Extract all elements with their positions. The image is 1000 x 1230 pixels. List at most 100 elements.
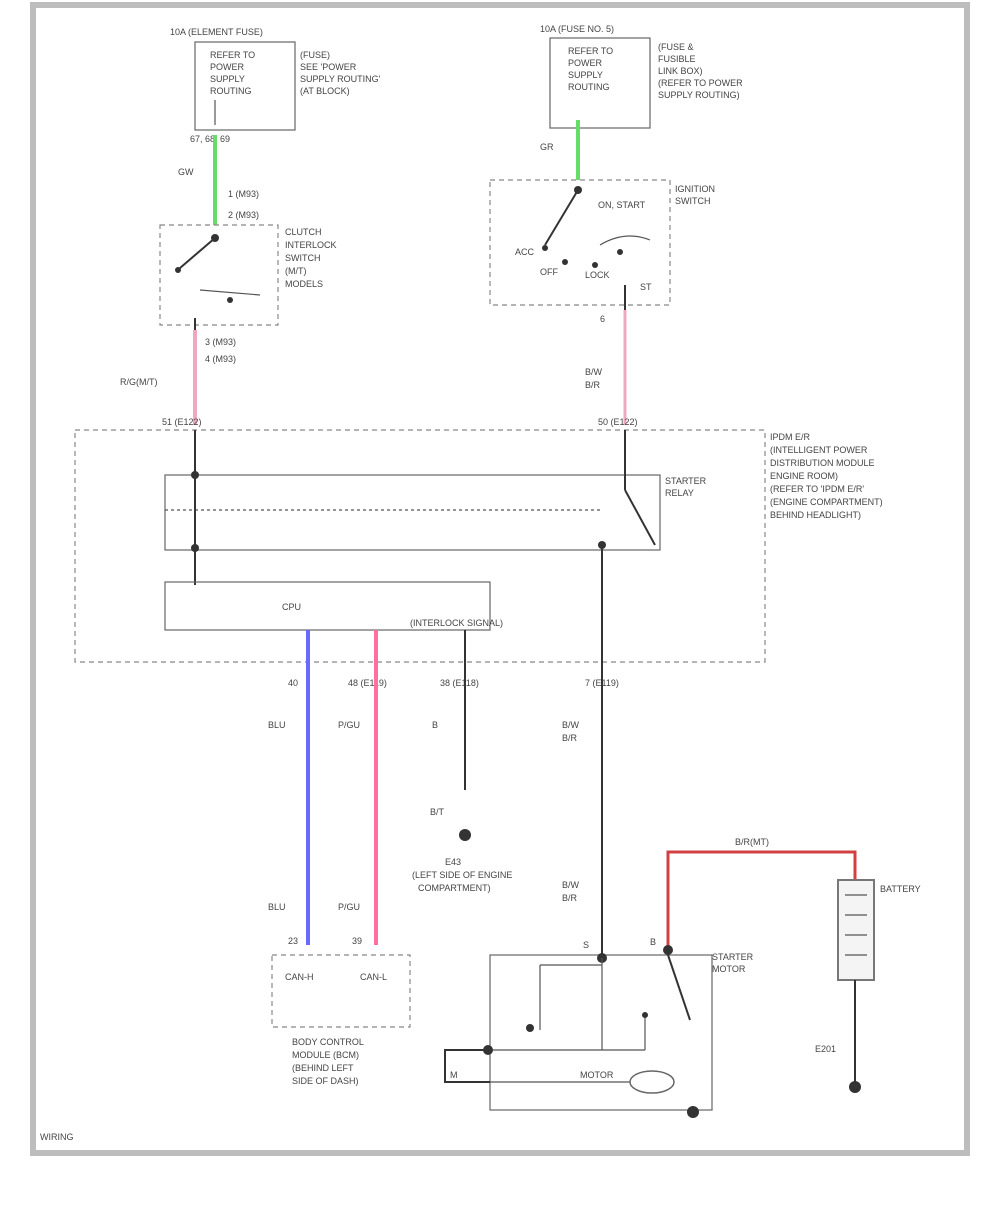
term-a: 40 xyxy=(288,678,298,688)
cpu-label: CPU xyxy=(282,602,301,612)
starter-motor-title-2: MOTOR xyxy=(712,964,746,974)
ground-label-1: E43 xyxy=(445,857,461,867)
wire-blu-label: BLU xyxy=(268,720,286,730)
connector-3-label: 3 (M93) xyxy=(205,337,236,347)
battery-ground-label: E201 xyxy=(815,1044,836,1054)
bcm-title-4: SIDE OF DASH) xyxy=(292,1076,359,1086)
fuse-right-note-1: (FUSE & xyxy=(658,42,694,52)
starter-m-label: M xyxy=(450,1070,458,1080)
fuse-left-note-2: SEE 'POWER xyxy=(300,62,357,72)
clutch-switch-line-2: INTERLOCK xyxy=(285,240,337,250)
fuse-left-line-2: POWER xyxy=(210,62,245,72)
fuse-right-line-3: SUPPLY xyxy=(568,70,603,80)
bcm-title-1: BODY CONTROL xyxy=(292,1037,364,1047)
ign-on-start-label: ON, START xyxy=(598,200,646,210)
starter-relay-title-2: RELAY xyxy=(665,488,694,498)
ground-label-3: COMPARTMENT) xyxy=(418,883,491,893)
wire-bw-3a: B/W xyxy=(562,880,580,890)
fuse-left-block: 10A (ELEMENT FUSE) REFER TO POWER SUPPLY… xyxy=(170,27,381,144)
wire-bw-1a: B/W xyxy=(585,367,603,377)
ignition-switch: ON, START ACC OFF LOCK ST IGNITION SWITC… xyxy=(489,179,715,310)
cpu-interlock-label: (INTERLOCK SIGNAL) xyxy=(410,618,503,628)
clutch-switch-line-5: MODELS xyxy=(285,279,323,289)
term-b: 48 (E119) xyxy=(348,678,387,688)
ipdm-terminal-right: 50 (E122) xyxy=(598,417,638,427)
fuse-right-line-4: ROUTING xyxy=(568,82,610,92)
wire-pu-2-label: P/GU xyxy=(338,902,360,912)
battery-label: BATTERY xyxy=(880,884,921,894)
ground-label-2: (LEFT SIDE OF ENGINE xyxy=(412,870,512,880)
ground-symbol xyxy=(459,829,471,841)
diagram-frame xyxy=(30,2,970,1156)
fuse-right-block: 10A (FUSE NO. 5) REFER TO POWER SUPPLY R… xyxy=(540,24,743,129)
fuse-right-note-5: SUPPLY ROUTING) xyxy=(658,90,740,100)
ign-lock-label: LOCK xyxy=(585,270,610,280)
ipdm-title-7: BEHIND HEADLIGHT) xyxy=(770,510,861,520)
wire-pu-label: P/GU xyxy=(338,720,360,730)
footer-code: WIRING xyxy=(40,1132,74,1142)
ipdm-er: 51 (E122) 50 (E122) IPDM E/R (INTELLIGEN… xyxy=(74,417,883,665)
fuse-left-line-4: ROUTING xyxy=(210,86,252,96)
bcm-pin-top-2: 39 xyxy=(352,936,362,946)
ipdm-title-1: IPDM E/R xyxy=(770,432,811,442)
ign-off-label: OFF xyxy=(540,267,558,277)
wire-bt-label: B/T xyxy=(430,807,445,817)
wire-bw-3b: B/R xyxy=(562,893,578,903)
starter-relay-title-1: STARTER xyxy=(665,476,707,486)
fuse-left-line-3: SUPPLY xyxy=(210,74,245,84)
bcm-title-3: (BEHIND LEFT xyxy=(292,1063,354,1073)
bcm-title-2: MODULE (BCM) xyxy=(292,1050,359,1060)
fuse-left-note-1: (FUSE) xyxy=(300,50,330,60)
fuse-right-note-4: (REFER TO POWER xyxy=(658,78,743,88)
fuse-right-box xyxy=(549,37,651,129)
wire-bw-1b: B/R xyxy=(585,380,601,390)
ipdm-title-5: (REFER TO 'IPDM E/R' xyxy=(770,484,864,494)
fuse-left-note-3: SUPPLY ROUTING' xyxy=(300,74,381,84)
starter-s-terminal: S xyxy=(583,940,589,950)
connector-2-label: 2 (M93) xyxy=(228,210,259,220)
wire-red-battery xyxy=(666,850,857,948)
ign-terminal-label: 6 xyxy=(600,314,605,324)
wire-label-gr: GR xyxy=(540,142,554,152)
fuse-left-title: 10A (ELEMENT FUSE) xyxy=(170,27,263,37)
wire-label-pink-left: R/G(M/T) xyxy=(120,377,158,387)
wire-bw-2a: B/W xyxy=(562,720,580,730)
bcm-pin-top-1: 23 xyxy=(288,936,298,946)
ignition-switch-title-2: SWITCH xyxy=(675,196,711,206)
fuse-right-line-2: POWER xyxy=(568,58,603,68)
clutch-interlock-switch: CLUTCH INTERLOCK SWITCH (M/T) MODELS xyxy=(159,224,337,330)
wire-bw-2b: B/R xyxy=(562,733,578,743)
clutch-switch-line-3: SWITCH xyxy=(285,253,321,263)
fuse-right-note-3: LINK BOX) xyxy=(658,66,703,76)
fuse-left-note-4: (AT BLOCK) xyxy=(300,86,350,96)
fuse-left-terminal: 67, 68, 69 xyxy=(190,134,230,144)
wire-blu-2-label: BLU xyxy=(268,902,286,912)
starter-motor: STARTER MOTOR S B M MOTOR xyxy=(444,937,754,1118)
starter-b-terminal: B xyxy=(650,937,656,947)
term-c: 38 (E118) xyxy=(440,678,479,688)
clutch-switch-line-4: (M/T) xyxy=(285,266,307,276)
connector-4-label: 4 (M93) xyxy=(205,354,236,364)
wire-b-label: B xyxy=(432,720,438,730)
ign-acc-label: ACC xyxy=(515,247,535,257)
ipdm-title-6: (ENGINE COMPARTMENT) xyxy=(770,497,883,507)
fuse-left-box xyxy=(194,41,296,131)
ipdm-title-3: DISTRIBUTION MODULE xyxy=(770,458,875,468)
fuse-right-line-1: REFER TO xyxy=(568,46,613,56)
fuse-right-title: 10A (FUSE NO. 5) xyxy=(540,24,614,34)
bcm-block: 23 39 CAN-H CAN-L BODY CONTROL MODULE (B… xyxy=(271,936,411,1086)
clutch-switch-line-1: CLUTCH xyxy=(285,227,322,237)
battery: BATTERY xyxy=(837,879,921,981)
fuse-right-note-2: FUSIBLE xyxy=(658,54,696,64)
ign-st-label: ST xyxy=(640,282,652,292)
ipdm-terminal-left: 51 (E122) xyxy=(162,417,202,427)
ipdm-title-4: ENGINE ROOM) xyxy=(770,471,838,481)
motor-label: MOTOR xyxy=(580,1070,614,1080)
bcm-pin-canh: CAN-H xyxy=(285,972,314,982)
wire-label-gw: GW xyxy=(178,167,194,177)
connector-1-label: 1 (M93) xyxy=(228,189,259,199)
bcm-pin-canl: CAN-L xyxy=(360,972,387,982)
wire-red-label: B/R(MT) xyxy=(735,837,769,847)
starter-motor-title-1: STARTER xyxy=(712,952,754,962)
